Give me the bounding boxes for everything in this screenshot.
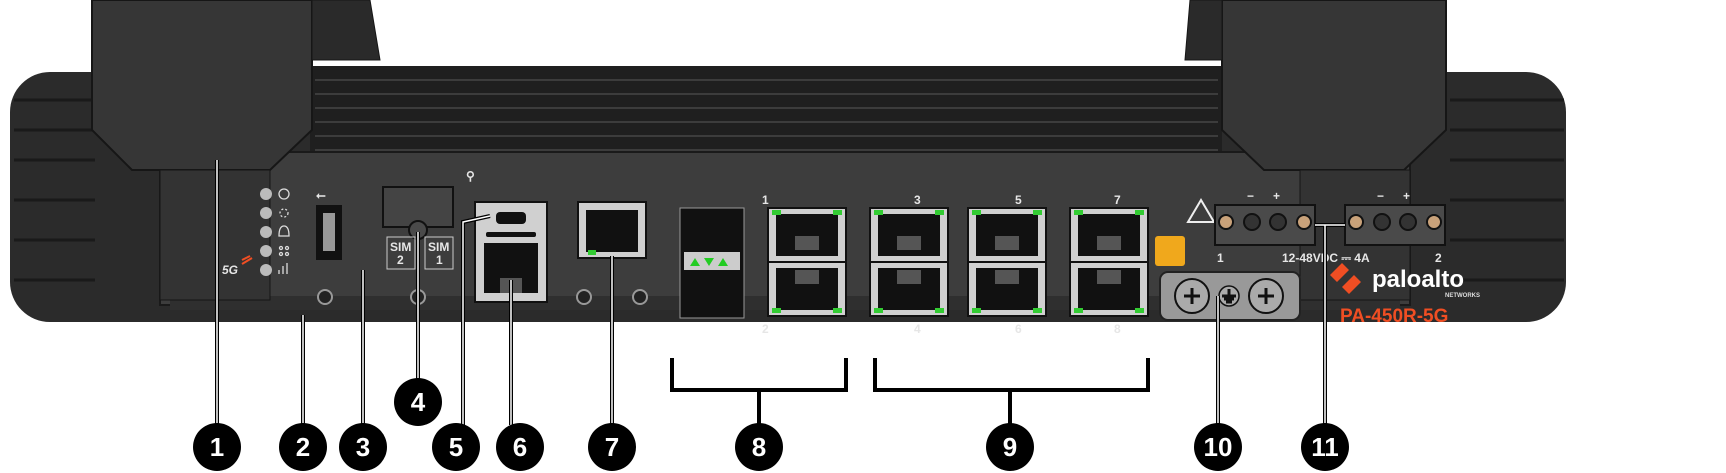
svg-text:1: 1	[762, 193, 769, 207]
electrical-warning-icon	[1186, 198, 1216, 223]
callout-9: 9	[986, 423, 1034, 471]
callout-number: 8	[752, 432, 766, 462]
svg-text:2: 2	[397, 253, 404, 267]
callout-number: 4	[411, 387, 426, 417]
callout-6: 6	[496, 423, 544, 471]
ethernet-port-7[interactable]	[1069, 207, 1149, 263]
antenna-right	[1184, 0, 1447, 301]
callout-number: 5	[449, 432, 463, 462]
ethernet-port-8[interactable]	[1069, 261, 1149, 317]
svg-text:2: 2	[1435, 251, 1442, 265]
svg-text:8: 8	[1114, 322, 1121, 336]
svg-text:4: 4	[914, 322, 921, 336]
ethernet-ports	[767, 207, 1149, 317]
callouts: 1 2 3 45 6 7 8 9 10 11	[193, 378, 1349, 471]
callout-2: 2	[279, 423, 327, 471]
port-numbers: 1 2 3 4 5 6 7 8	[762, 193, 1121, 336]
callout-10: 10	[1194, 423, 1242, 471]
ethernet-port-4[interactable]	[869, 261, 949, 317]
usb-icon: ⭠	[316, 188, 326, 202]
callout-number: 6	[513, 432, 527, 462]
svg-text:2: 2	[762, 322, 769, 336]
micro-usb-console-port[interactable]	[496, 212, 526, 224]
5g-badge: 5G	[222, 263, 238, 277]
ethernet-port-6[interactable]	[967, 261, 1047, 317]
ground-terminal[interactable]	[1159, 271, 1301, 321]
svg-text:7: 7	[1114, 193, 1121, 207]
console-rj45-port[interactable]	[576, 201, 648, 305]
svg-text:+: +	[1403, 189, 1410, 203]
paloalto-logo: paloalto NETWORKS PA-450R-5G	[1330, 263, 1480, 327]
svg-text:6: 6	[1015, 322, 1022, 336]
callout-3: 3	[339, 423, 387, 471]
callout-number: 9	[1003, 432, 1017, 462]
ethernet-port-5[interactable]	[967, 207, 1047, 263]
power-input-2[interactable]	[1344, 204, 1446, 246]
callout-5: 5	[432, 423, 480, 471]
callout-number: 11	[1311, 432, 1339, 462]
svg-text:SIM: SIM	[428, 240, 449, 254]
power-icon	[278, 188, 290, 200]
ethernet-port-3[interactable]	[869, 207, 949, 263]
svg-text:−: −	[1377, 189, 1384, 203]
callout-number: 7	[605, 432, 619, 462]
callout-7: 7	[588, 423, 636, 471]
ethernet-port-2[interactable]	[767, 261, 847, 317]
svg-text:−: −	[1247, 189, 1254, 203]
sfp-ports[interactable]	[679, 207, 745, 319]
hot-surface-warning-icon	[1155, 236, 1185, 266]
svg-text:1: 1	[436, 253, 443, 267]
ethernet-port-1[interactable]	[767, 207, 847, 263]
svg-text:paloalto: paloalto	[1372, 266, 1464, 293]
ha-icon	[278, 245, 290, 257]
svg-text:SIM: SIM	[390, 240, 411, 254]
usb-port[interactable]: ⭠	[316, 188, 342, 305]
console-icon: ⚲	[466, 169, 475, 183]
alarm-icon	[278, 225, 290, 237]
signal-icon	[278, 263, 288, 274]
svg-text:5: 5	[1015, 193, 1022, 207]
svg-text:3: 3	[914, 193, 921, 207]
model-label: PA-450R-5G	[1340, 306, 1448, 327]
callout-number: 2	[296, 432, 310, 462]
callout-number: 3	[356, 432, 370, 462]
callout-number: 1	[210, 432, 224, 462]
callout-number: 10	[1204, 432, 1233, 462]
status-leds: 5G	[222, 188, 290, 277]
callout-1: 1	[193, 423, 241, 471]
callout-4: 4	[394, 378, 442, 426]
svg-text:NETWORKS: NETWORKS	[1445, 293, 1480, 299]
svg-text:1: 1	[1217, 251, 1224, 265]
callout-11: 11	[1301, 423, 1349, 471]
status-icon	[279, 208, 289, 218]
svg-text:+: +	[1273, 189, 1280, 203]
power-input-1[interactable]	[1214, 204, 1316, 246]
callout-8: 8	[735, 423, 783, 471]
